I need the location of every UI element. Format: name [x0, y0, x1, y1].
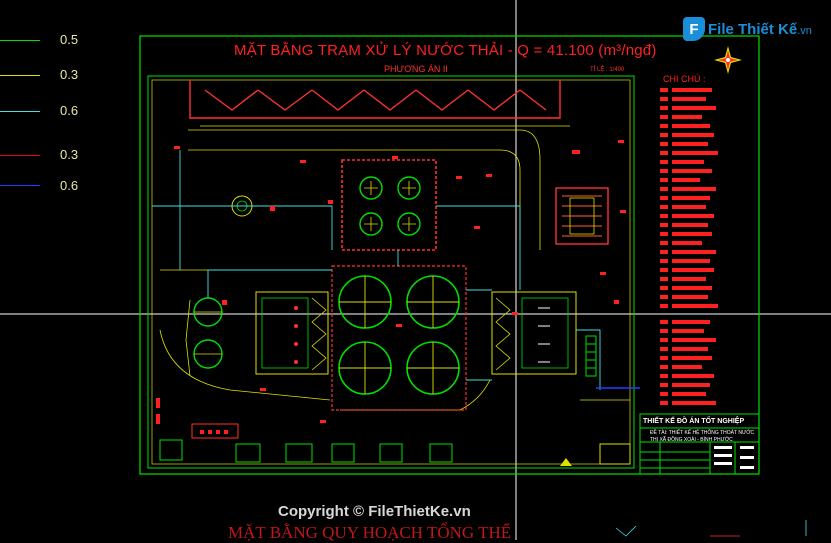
site-logo[interactable]: F File Thiết Kế.vn — [683, 12, 812, 46]
logo-icon: F — [683, 17, 705, 41]
sludge-digesters — [185, 297, 223, 377]
legend-line — [0, 111, 40, 112]
legend-value: 0.6 — [60, 103, 79, 118]
logo-text: File Thiết Kế.vn — [708, 20, 812, 38]
drawing-frame-outer — [139, 35, 760, 475]
legend-value: 0.3 — [60, 147, 79, 162]
title-block-line: ĐỀ TÀI: THIẾT KẾ HỆ THỐNG THOÁT NƯỚC — [650, 430, 755, 436]
level-marker-icon — [560, 458, 572, 466]
annotation-markers — [156, 140, 626, 434]
legend-line — [0, 40, 40, 41]
bottom-right-marks — [615, 520, 807, 537]
copyright-watermark: Copyright © FileThietKe.vn — [278, 503, 471, 520]
drawing-scale: TỈ LỆ : 1/400 — [590, 67, 625, 73]
secondary-clarifiers — [331, 265, 467, 411]
legend-line — [0, 75, 40, 76]
drawing-subtitle: PHƯƠNG ÁN II — [384, 64, 448, 74]
north-arrow-icon — [714, 46, 742, 74]
title-block-line: THỊ XÃ ĐỒNG XOÀI - BÌNH PHƯỚC — [650, 437, 733, 443]
pipe-network — [152, 150, 601, 390]
title-block — [639, 413, 760, 475]
notes-heading: CHI CHÚ : — [663, 74, 706, 84]
legend-value: 0.3 — [60, 67, 79, 82]
legend-value: 0.5 — [60, 32, 79, 47]
legend-value: 0.6 — [60, 178, 79, 193]
legend-line — [0, 185, 40, 186]
bottom-drawing-title: MẶT BẰNG QUY HOẠCH TỔNG THỂ — [228, 523, 512, 542]
bottom-buildings — [159, 423, 631, 465]
title-block-marks — [714, 446, 754, 469]
internal-roads — [159, 129, 630, 411]
site-boundary — [151, 79, 631, 465]
drawing-title: MẶT BẰNG TRẠM XỬ LÝ NƯỚC THẢI - Q = 41.1… — [234, 42, 657, 59]
sludge-beds — [189, 80, 570, 127]
aeration-tank-right — [491, 291, 577, 375]
title-block-heading: THIẾT KẾ ĐỒ ÁN TỐT NGHIỆP — [643, 418, 745, 425]
notes-list — [660, 88, 718, 405]
primary-settling-tanks — [341, 159, 437, 251]
aeration-tank-left — [255, 291, 329, 375]
legend-line — [0, 155, 40, 156]
drawing-frame-inner — [147, 75, 635, 469]
equipment-column — [585, 335, 597, 377]
control-building — [555, 187, 609, 245]
